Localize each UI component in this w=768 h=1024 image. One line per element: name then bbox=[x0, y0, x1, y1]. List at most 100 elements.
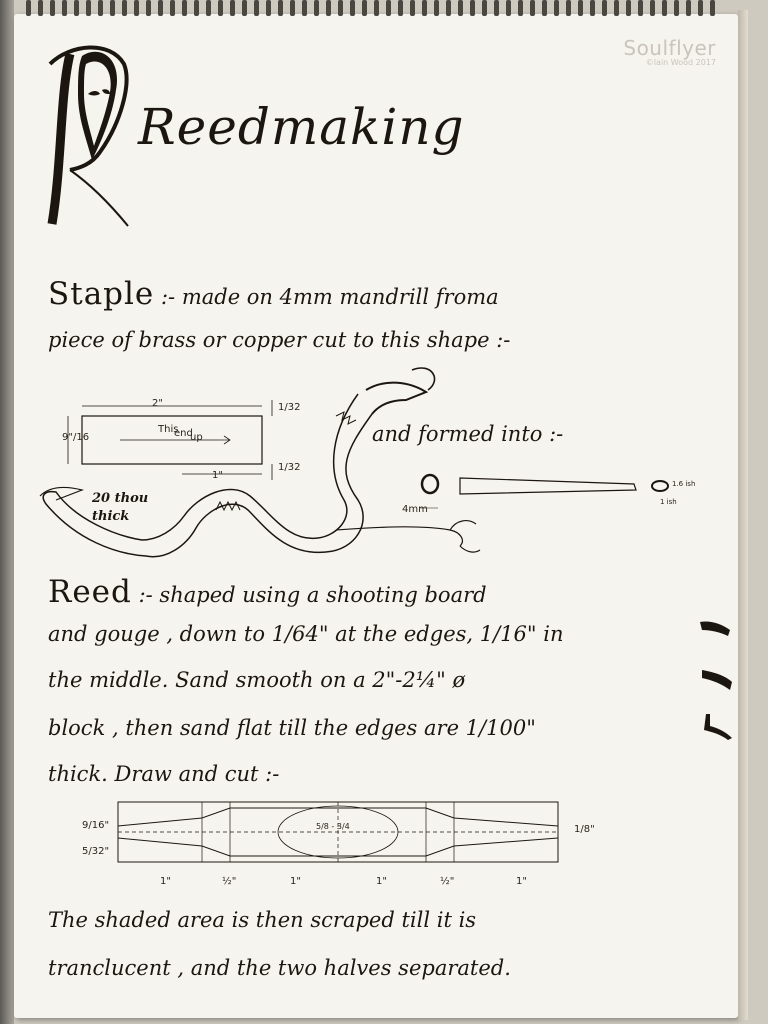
reed-profile-sketch-3 bbox=[704, 714, 732, 740]
staple-height-label: 9"/16 bbox=[62, 432, 90, 443]
spiral-coil bbox=[338, 0, 343, 16]
spiral-coil bbox=[614, 0, 619, 16]
spiral-coil bbox=[218, 0, 223, 16]
spiral-coil bbox=[134, 0, 139, 16]
reed-line-1: :- shaped using a shooting board bbox=[138, 583, 487, 607]
watermark-name: Soulflyer bbox=[623, 36, 716, 60]
spiral-coil bbox=[170, 0, 175, 16]
spiral-coil bbox=[374, 0, 379, 16]
spiral-coil bbox=[542, 0, 547, 16]
spiral-coil bbox=[278, 0, 283, 16]
spiral-coil bbox=[86, 0, 91, 16]
spiral-coil bbox=[602, 0, 607, 16]
spiral-coil bbox=[158, 0, 163, 16]
spiral-coil bbox=[206, 0, 211, 16]
staple-edge-top-label: 1/32 bbox=[278, 402, 301, 413]
segment-label-4: 1" bbox=[376, 876, 387, 887]
spiral-coil bbox=[710, 0, 715, 16]
segment-label-2: ½" bbox=[222, 876, 237, 887]
spiral-coil bbox=[110, 0, 115, 16]
spiral-coil bbox=[530, 0, 535, 16]
staple-edge-bottom-label: 1/32 bbox=[278, 462, 301, 473]
spiral-coil bbox=[578, 0, 583, 16]
spiral-coil bbox=[242, 0, 247, 16]
reed-right-label: 1/8" bbox=[574, 824, 595, 835]
spiral-coil bbox=[326, 0, 331, 16]
reed-left-top-label: 9/16" bbox=[82, 820, 110, 831]
spiral-coil bbox=[38, 0, 43, 16]
reed-center-label: 5/8 - 3/4 bbox=[316, 822, 350, 831]
staple-template-diagram bbox=[67, 400, 273, 480]
spiral-coil bbox=[410, 0, 415, 16]
reed-profile-sketch-2 bbox=[702, 670, 732, 690]
binding-shadow bbox=[0, 0, 14, 1024]
spiral-coil bbox=[254, 0, 259, 16]
reed-line-3: the middle. Sand smooth on a 2"-2¼" ø bbox=[48, 668, 466, 692]
page-title: Reedmaking bbox=[138, 98, 465, 156]
spiral-coil bbox=[626, 0, 631, 16]
dragon-illustration bbox=[39, 367, 481, 558]
illuminated-capital-r bbox=[47, 45, 129, 227]
staple-thickness-note: 20 thou thick bbox=[92, 490, 148, 526]
watermark: Soulflyer ©Iain Wood 2017 bbox=[623, 36, 716, 67]
spiral-coil bbox=[290, 0, 295, 16]
formed-staple-diagram bbox=[420, 473, 669, 509]
staple-orientation-text-1: This bbox=[158, 424, 179, 435]
staple-orientation-text-2: end bbox=[174, 428, 193, 439]
staple-line-2: piece of brass or copper cut to this sha… bbox=[48, 328, 511, 352]
spiral-coil bbox=[650, 0, 655, 16]
notebook-page bbox=[14, 14, 738, 1018]
spiral-coil bbox=[554, 0, 559, 16]
staple-thickness-line-1: 20 thou bbox=[92, 491, 149, 506]
spiral-coil bbox=[482, 0, 487, 16]
closing-line-1: The shaded area is then scraped till it … bbox=[48, 908, 477, 932]
watermark-credit: ©Iain Wood 2017 bbox=[645, 58, 716, 67]
spiral-coil bbox=[194, 0, 199, 16]
spiral-coil bbox=[362, 0, 367, 16]
reed-heading-line: Reed :- shaped using a shooting board bbox=[48, 574, 487, 610]
spiral-coil bbox=[566, 0, 571, 16]
spiral-coil bbox=[518, 0, 523, 16]
reed-cut-diagram bbox=[117, 801, 559, 863]
staple-width-label: 2" bbox=[152, 398, 163, 409]
spiral-coil bbox=[314, 0, 319, 16]
segment-label-3: 1" bbox=[290, 876, 301, 887]
staple-heading: Staple bbox=[48, 276, 155, 312]
spiral-coil bbox=[26, 0, 31, 16]
reed-line-5: thick. Draw and cut :- bbox=[48, 762, 280, 786]
spiral-coil bbox=[686, 0, 691, 16]
spiral-coil bbox=[638, 0, 643, 16]
spiral-coil bbox=[698, 0, 703, 16]
segment-label-6: 1" bbox=[516, 876, 527, 887]
reed-line-2: and gouge , down to 1/64" at the edges, … bbox=[48, 622, 564, 646]
end-note-b: 1 ish bbox=[660, 498, 677, 506]
ring-size-label: 4mm bbox=[402, 504, 428, 515]
segment-label-5: ½" bbox=[440, 876, 455, 887]
spiral-coil bbox=[590, 0, 595, 16]
spiral-coil bbox=[506, 0, 511, 16]
spiral-coil bbox=[62, 0, 67, 16]
spiral-coil bbox=[146, 0, 151, 16]
staple-inner-length-label: 1" bbox=[212, 470, 223, 481]
spiral-coil bbox=[470, 0, 475, 16]
staple-formed-text: and formed into :- bbox=[372, 422, 564, 446]
spiral-coil bbox=[122, 0, 127, 16]
spiral-coil bbox=[266, 0, 271, 16]
reed-profile-sketch-1 bbox=[700, 621, 730, 636]
spiral-coil bbox=[182, 0, 187, 16]
segment-label-1: 1" bbox=[160, 876, 171, 887]
spiral-coil bbox=[50, 0, 55, 16]
end-note-a: 1.6 ish bbox=[672, 480, 696, 488]
spiral-coil bbox=[98, 0, 103, 16]
spiral-coil bbox=[386, 0, 391, 16]
closing-line-2: tranclucent , and the two halves separat… bbox=[48, 956, 511, 980]
reed-heading: Reed bbox=[48, 574, 132, 610]
spiral-coil bbox=[350, 0, 355, 16]
spiral-binding bbox=[26, 0, 715, 16]
spiral-coil bbox=[662, 0, 667, 16]
staple-line-1: :- made on 4mm mandrill froma bbox=[160, 285, 499, 309]
reed-left-bottom-label: 5/32" bbox=[82, 846, 110, 857]
spiral-coil bbox=[674, 0, 679, 16]
staple-thickness-line-2: thick bbox=[92, 509, 130, 524]
spiral-coil bbox=[398, 0, 403, 16]
